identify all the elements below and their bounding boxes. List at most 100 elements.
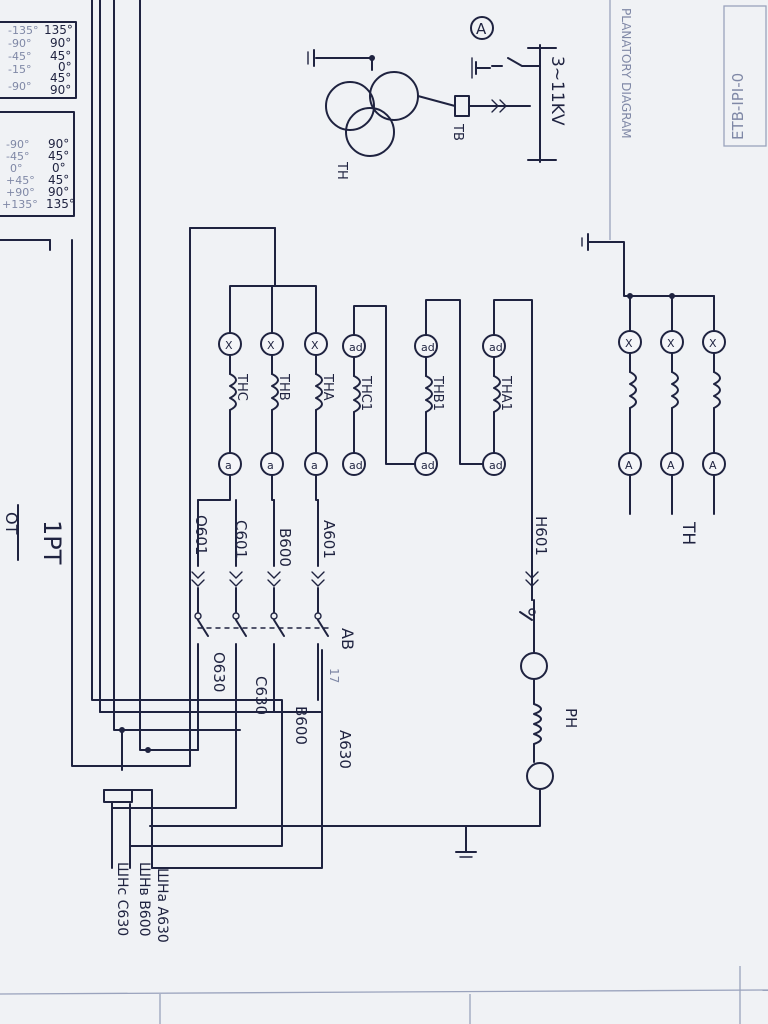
feeder-wire [99, 659, 275, 713]
angle-value: 45° [48, 173, 69, 187]
winding-terminal-bottom-label: ad [349, 459, 363, 472]
winding-terminal-top-label: ad [421, 341, 435, 354]
winding-terminal-top-label: X [311, 339, 319, 352]
winding-label: THA1 [498, 375, 513, 411]
relay-coil [533, 703, 542, 745]
feeder-wire [315, 474, 319, 501]
bus-label: C630 [252, 676, 270, 715]
winding-terminal-bottom-label: a [311, 459, 318, 472]
winding-coil [315, 373, 323, 411]
fuse-label: H601 [532, 516, 550, 556]
bus-wire [113, 0, 241, 731]
winding: XA [702, 330, 726, 476]
angle-faint: -90° [6, 138, 29, 151]
angle-value: 45° [50, 71, 71, 85]
angle-table: -135° -90° -45° -15° -90° 135° 90° 45° 0… [0, 21, 77, 251]
angle-faint: -90° [8, 37, 31, 50]
winding-label: THC [234, 373, 249, 401]
bus-bar-link [151, 649, 323, 869]
section-label: A [476, 20, 487, 38]
angle-faint: -135° [8, 24, 38, 37]
breaker-contact [232, 612, 240, 620]
junction-dot [145, 747, 151, 753]
source-feed [417, 95, 456, 107]
winding-terminal-top-label: X [267, 339, 275, 352]
winding-terminal-bottom-label: A [709, 459, 717, 472]
breaker-blade [317, 619, 329, 637]
angle-value: 135° [44, 23, 73, 37]
fuse-label: TB [450, 123, 465, 141]
fuse-label: A601 [320, 520, 338, 559]
breaker-blade [197, 619, 209, 637]
breaker-blade [519, 611, 533, 621]
angle-faint: +135° [2, 198, 38, 211]
bus-bar-bracket [103, 789, 133, 803]
bus-wire [99, 0, 323, 713]
angle-value: 45° [50, 49, 71, 63]
fuse-chevron [229, 571, 243, 587]
bus-label: A630 [336, 730, 354, 769]
right-ground-bus [581, 233, 715, 299]
winding-terminal-bottom-label: ad [421, 459, 435, 472]
bus-wire [91, 0, 283, 831]
vt-winding [369, 71, 419, 121]
bus-labels: O630 C630 B600 A630 [210, 652, 354, 769]
star-neutral [189, 227, 276, 287]
fuse-label: B600 [276, 528, 294, 567]
angle-value: 90° [50, 36, 71, 50]
fuse-label: O601 [192, 515, 210, 555]
winding-label: THB [276, 373, 291, 401]
winding-terminal-top-label: ad [349, 341, 363, 354]
relay-return [149, 789, 541, 827]
breaker-blade [235, 619, 247, 637]
angle-value: 0° [58, 60, 72, 74]
breaker-number: 17 [327, 668, 341, 683]
feeder-wire [271, 474, 275, 501]
winding-coil [425, 375, 433, 413]
breaker-contact [270, 612, 278, 620]
angle-faint: 0° [10, 162, 23, 175]
angle-value: 90° [48, 185, 69, 199]
winding: XA [660, 330, 684, 476]
junction-dot [119, 727, 125, 733]
fuse-chevron [311, 571, 325, 587]
section-marker [470, 16, 494, 40]
winding-coil [353, 375, 361, 413]
bus-wire [139, 0, 199, 751]
title-fragment: 1PT [38, 520, 66, 565]
relay-circuit: PH [149, 599, 580, 858]
winding-terminal-bottom-label: ad [489, 459, 503, 472]
angle-faint: +45° [6, 174, 35, 187]
vt-winding [325, 81, 375, 131]
winding: XA [618, 330, 642, 476]
fuse-tb [454, 95, 470, 117]
faint-heading: PLANATORY DIAGRAM [619, 8, 633, 139]
junction-dot [627, 293, 633, 299]
winding-terminal-bottom-label: A [625, 459, 633, 472]
drawing-code-box [723, 5, 767, 147]
right-group-label: TH [678, 521, 698, 545]
bus-label: O630 [210, 652, 228, 692]
angle-table-bottom-box [0, 111, 75, 217]
winding-terminal-top-label: X [225, 339, 233, 352]
fuse-labels: O601 C601 B600 A601 H601 [192, 515, 550, 567]
fuse-chevron [525, 571, 539, 587]
angle-value: 135° [46, 197, 75, 211]
bus-bar-labels: ШНа A630 ШНв B600 ШНс C630 [103, 649, 323, 943]
relay-terminal [526, 762, 554, 790]
angle-faint: -45° [8, 50, 31, 63]
winding-terminal-bottom-label: A [667, 459, 675, 472]
drawing-code: ETB-IPI-0 [729, 73, 747, 140]
delta-link [425, 299, 484, 465]
winding-coil [271, 373, 279, 411]
angle-value: 45° [48, 149, 69, 163]
winding-terminal-bottom [342, 452, 366, 476]
bus-wire [71, 227, 276, 767]
winding-terminal-bottom-label: a [225, 459, 232, 472]
bus-bar-link [111, 649, 237, 809]
